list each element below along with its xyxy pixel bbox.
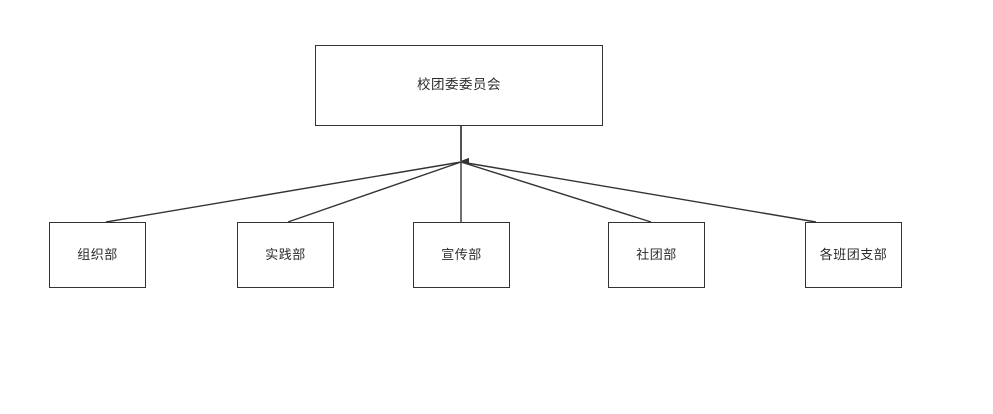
- node-root-committee[interactable]: 校团委委员会: [315, 45, 603, 126]
- node-dept-organization[interactable]: 组织部: [49, 222, 146, 288]
- edge-junction-to-practice: [287, 161, 462, 223]
- node-dept-practice-label: 实践部: [265, 247, 306, 263]
- node-dept-class-branches[interactable]: 各班团支部: [805, 222, 902, 288]
- node-dept-clubs-label: 社团部: [636, 247, 677, 263]
- edge-junction-to-class-branches: [460, 161, 817, 223]
- node-dept-clubs[interactable]: 社团部: [608, 222, 705, 288]
- node-root-label: 校团委委员会: [417, 77, 501, 93]
- node-dept-publicity-label: 宣传部: [441, 247, 482, 263]
- node-dept-practice[interactable]: 实践部: [237, 222, 334, 288]
- node-dept-publicity[interactable]: 宣传部: [413, 222, 510, 288]
- edge-junction-to-organization: [105, 161, 462, 223]
- node-dept-organization-label: 组织部: [77, 247, 118, 263]
- node-dept-class-branches-label: 各班团支部: [819, 247, 888, 263]
- edge-junction-to-clubs: [460, 161, 652, 223]
